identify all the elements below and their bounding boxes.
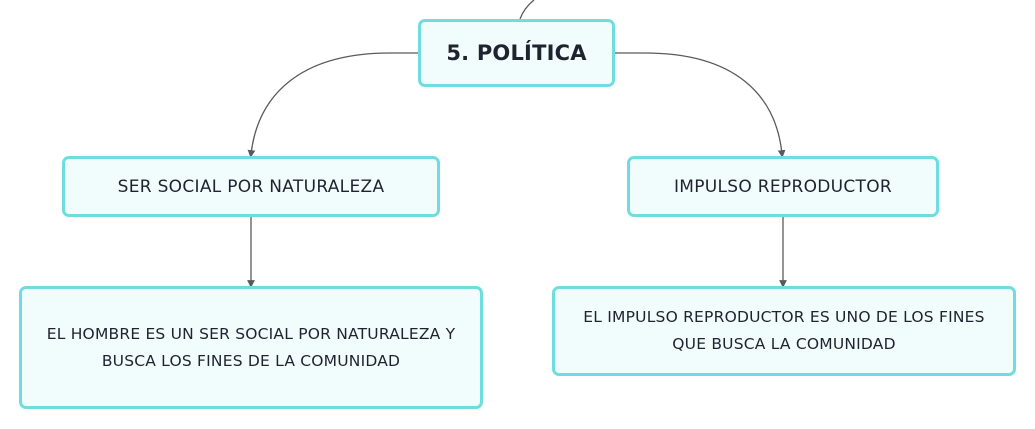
detail-node-text: EL IMPULSO REPRODUCTOR ES UNO DE LOS FIN… — [583, 308, 985, 353]
branch-node-label: SER SOCIAL POR NATURALEZA — [117, 176, 385, 197]
detail-node-ser-social[interactable]: EL HOMBRE ES UN SER SOCIAL POR NATURALEZ… — [19, 286, 483, 409]
branch-node-impulso-reproductor[interactable]: IMPULSO REPRODUCTOR — [627, 156, 939, 217]
detail-node-text: EL HOMBRE ES UN SER SOCIAL POR NATURALEZ… — [46, 324, 456, 370]
branch-node-ser-social[interactable]: SER SOCIAL POR NATURALEZA — [62, 156, 440, 217]
connector-root-to-left — [247, 52, 418, 158]
detail-node-impulso-reproductor[interactable]: EL IMPULSO REPRODUCTOR ES UNO DE LOS FIN… — [552, 286, 1016, 376]
root-node-politica[interactable]: 5. POLÍTICA — [418, 19, 615, 87]
branch-node-label: IMPULSO REPRODUCTOR — [673, 176, 893, 197]
root-node-label: 5. POLÍTICA — [446, 41, 587, 65]
connector-root-to-right — [615, 52, 786, 158]
connector-parent-to-root — [519, 0, 535, 20]
